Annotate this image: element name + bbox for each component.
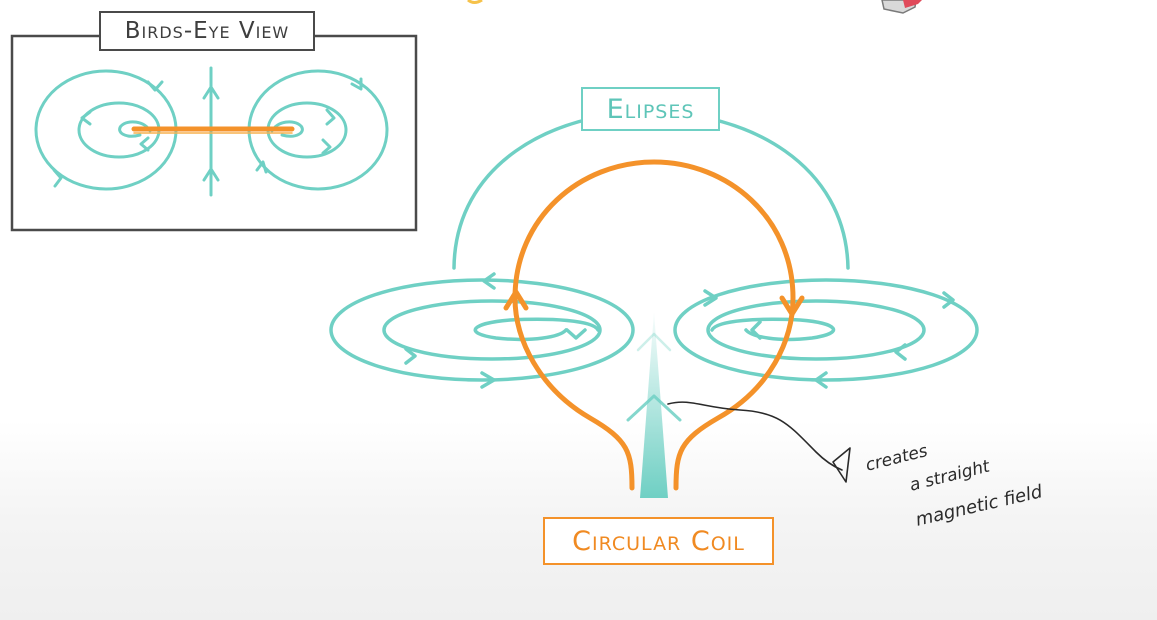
birds-eye-arrowheads [52,77,363,188]
field-ellipses-right [673,278,979,382]
handwritten-annotation: creates a straight magnetic field [864,441,1106,552]
field-arc-outer [452,110,850,270]
elipses-label: Elipses [581,87,720,131]
birds-eye-coil-edge [131,126,295,134]
annotation-pointer [667,401,851,483]
birds-eye-view-panel [10,34,418,232]
central-straight-field [626,312,682,498]
magnet-partial-icon [881,0,922,14]
partial-doodle-top [467,0,483,4]
birds-eye-view-label: Birds-Eye View [99,11,315,51]
circular-coil-loop [503,159,805,491]
field-ellipse-arrowheads [404,272,955,389]
field-ellipses-left [329,278,635,382]
circular-coil-label: Circular Coil [543,517,774,565]
